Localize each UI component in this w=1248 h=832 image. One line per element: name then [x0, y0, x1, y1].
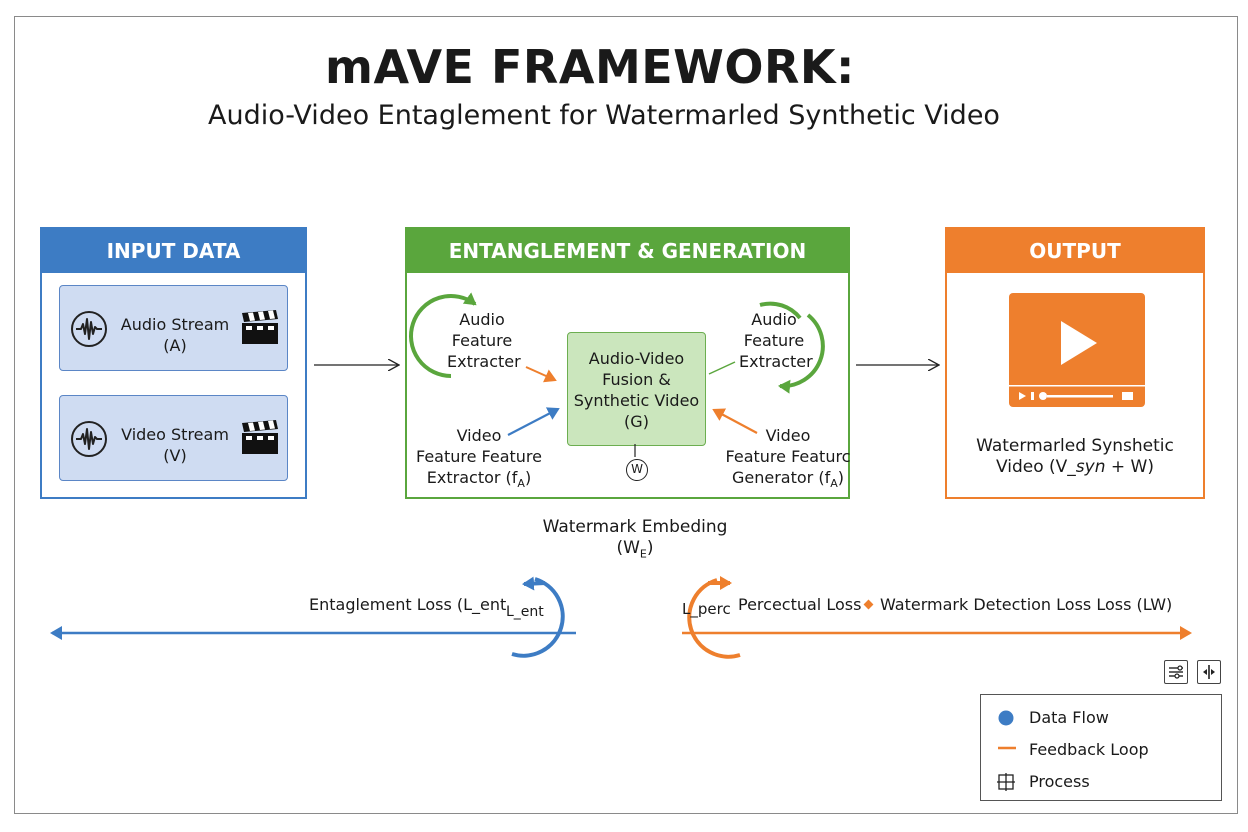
- feedback-loop-legend-line-icon: [998, 746, 1016, 750]
- process-legend-icon: [997, 773, 1015, 791]
- right-audio-feature-extractor-label: Audio Feature Extracter: [739, 310, 813, 371]
- output-panel: OUTPUT Watermarled Synshetic Video (V_sy…: [945, 227, 1205, 499]
- waveform-icon: [71, 421, 107, 457]
- video-generator-to-fusion-arrow: [712, 408, 758, 434]
- data-flow-legend-dot-icon: [998, 710, 1014, 726]
- waveform-icon: [71, 311, 107, 347]
- entanglement-loss-label: Entaglement Loss (L_ent: [309, 595, 507, 614]
- entanglement-loss-loop: [511, 577, 565, 658]
- audio-to-fusion-arrow: [525, 366, 557, 383]
- watermark-embedding-label: Watermark Embeding (WE): [542, 517, 728, 561]
- page-subtitle: Audio-Video Entaglement for Watermarled …: [208, 100, 1000, 131]
- left-video-feature-extractor-label: Video Feature Feature Extractor (fA): [415, 426, 542, 491]
- split-view-icon: [1203, 665, 1215, 679]
- video-stream-symbol: (V): [163, 446, 187, 465]
- input-data-panel: INPUT DATA Audio Stream (A) Video Stream: [40, 227, 307, 499]
- legend: Data Flow Feedback Loop Process: [980, 694, 1222, 801]
- output-label: Watermarled Synshetic Video (V_syn + W): [976, 436, 1174, 477]
- audio-stream-box: Audio Stream (A): [59, 285, 288, 371]
- loss-separator-diamond: [863, 599, 874, 610]
- audio-stream-label: Audio Stream: [120, 315, 230, 334]
- entanglement-generation-panel: ENTANGLEMENT & GENERATION Audio Feature …: [405, 227, 850, 499]
- filter-settings-button[interactable]: [1164, 660, 1188, 684]
- perceptual-loss-small-label: L_perc: [682, 600, 731, 618]
- legend-data-flow-label: Data Flow: [1029, 708, 1109, 727]
- watermark-detection-loss-label: Watermark Detection Loss Loss (LW): [880, 595, 1173, 614]
- fusion-synthetic-video-block: Audio-Video Fusion & Synthetic Video (G): [567, 332, 706, 446]
- clapperboard-icon: [242, 420, 278, 454]
- output-header: OUTPUT: [947, 229, 1203, 273]
- watermark-node: W: [626, 459, 648, 481]
- legend-process-label: Process: [1029, 772, 1090, 791]
- page-title: mAVE FRAMEWORK:: [325, 40, 855, 94]
- left-audio-feature-extractor-label: Audio Feature Extracter: [447, 310, 521, 371]
- video-stream-box: Video Stream (V): [59, 395, 288, 481]
- diagram-frame: [14, 16, 1238, 814]
- perceptual-loss-label: Percectual Loss: [738, 595, 862, 614]
- clapperboard-icon: [242, 310, 278, 344]
- audio-stream-symbol: (A): [163, 336, 187, 355]
- input-data-header: INPUT DATA: [42, 229, 305, 273]
- perceptual-loss-loop: [687, 578, 741, 659]
- right-audio-loop-top: [759, 301, 802, 320]
- video-stream-label: Video Stream: [121, 425, 229, 444]
- right-audio-loop-arrow: [778, 313, 825, 394]
- entanglement-generation-header: ENTANGLEMENT & GENERATION: [407, 229, 848, 273]
- entanglement-loss-small-label: L_ent: [506, 604, 544, 620]
- video-to-fusion-arrow: [507, 407, 560, 436]
- left-audio-loop-arrow: [409, 292, 477, 378]
- right-video-feature-generator-label: Video Feature Featurc Generator (fA): [725, 426, 851, 491]
- legend-feedback-loop-label: Feedback Loop: [1029, 740, 1149, 759]
- split-view-button[interactable]: [1197, 660, 1221, 684]
- video-player-icon: [1009, 293, 1145, 407]
- fusion-to-audio-link: [708, 361, 736, 375]
- sliders-icon: [1169, 665, 1183, 679]
